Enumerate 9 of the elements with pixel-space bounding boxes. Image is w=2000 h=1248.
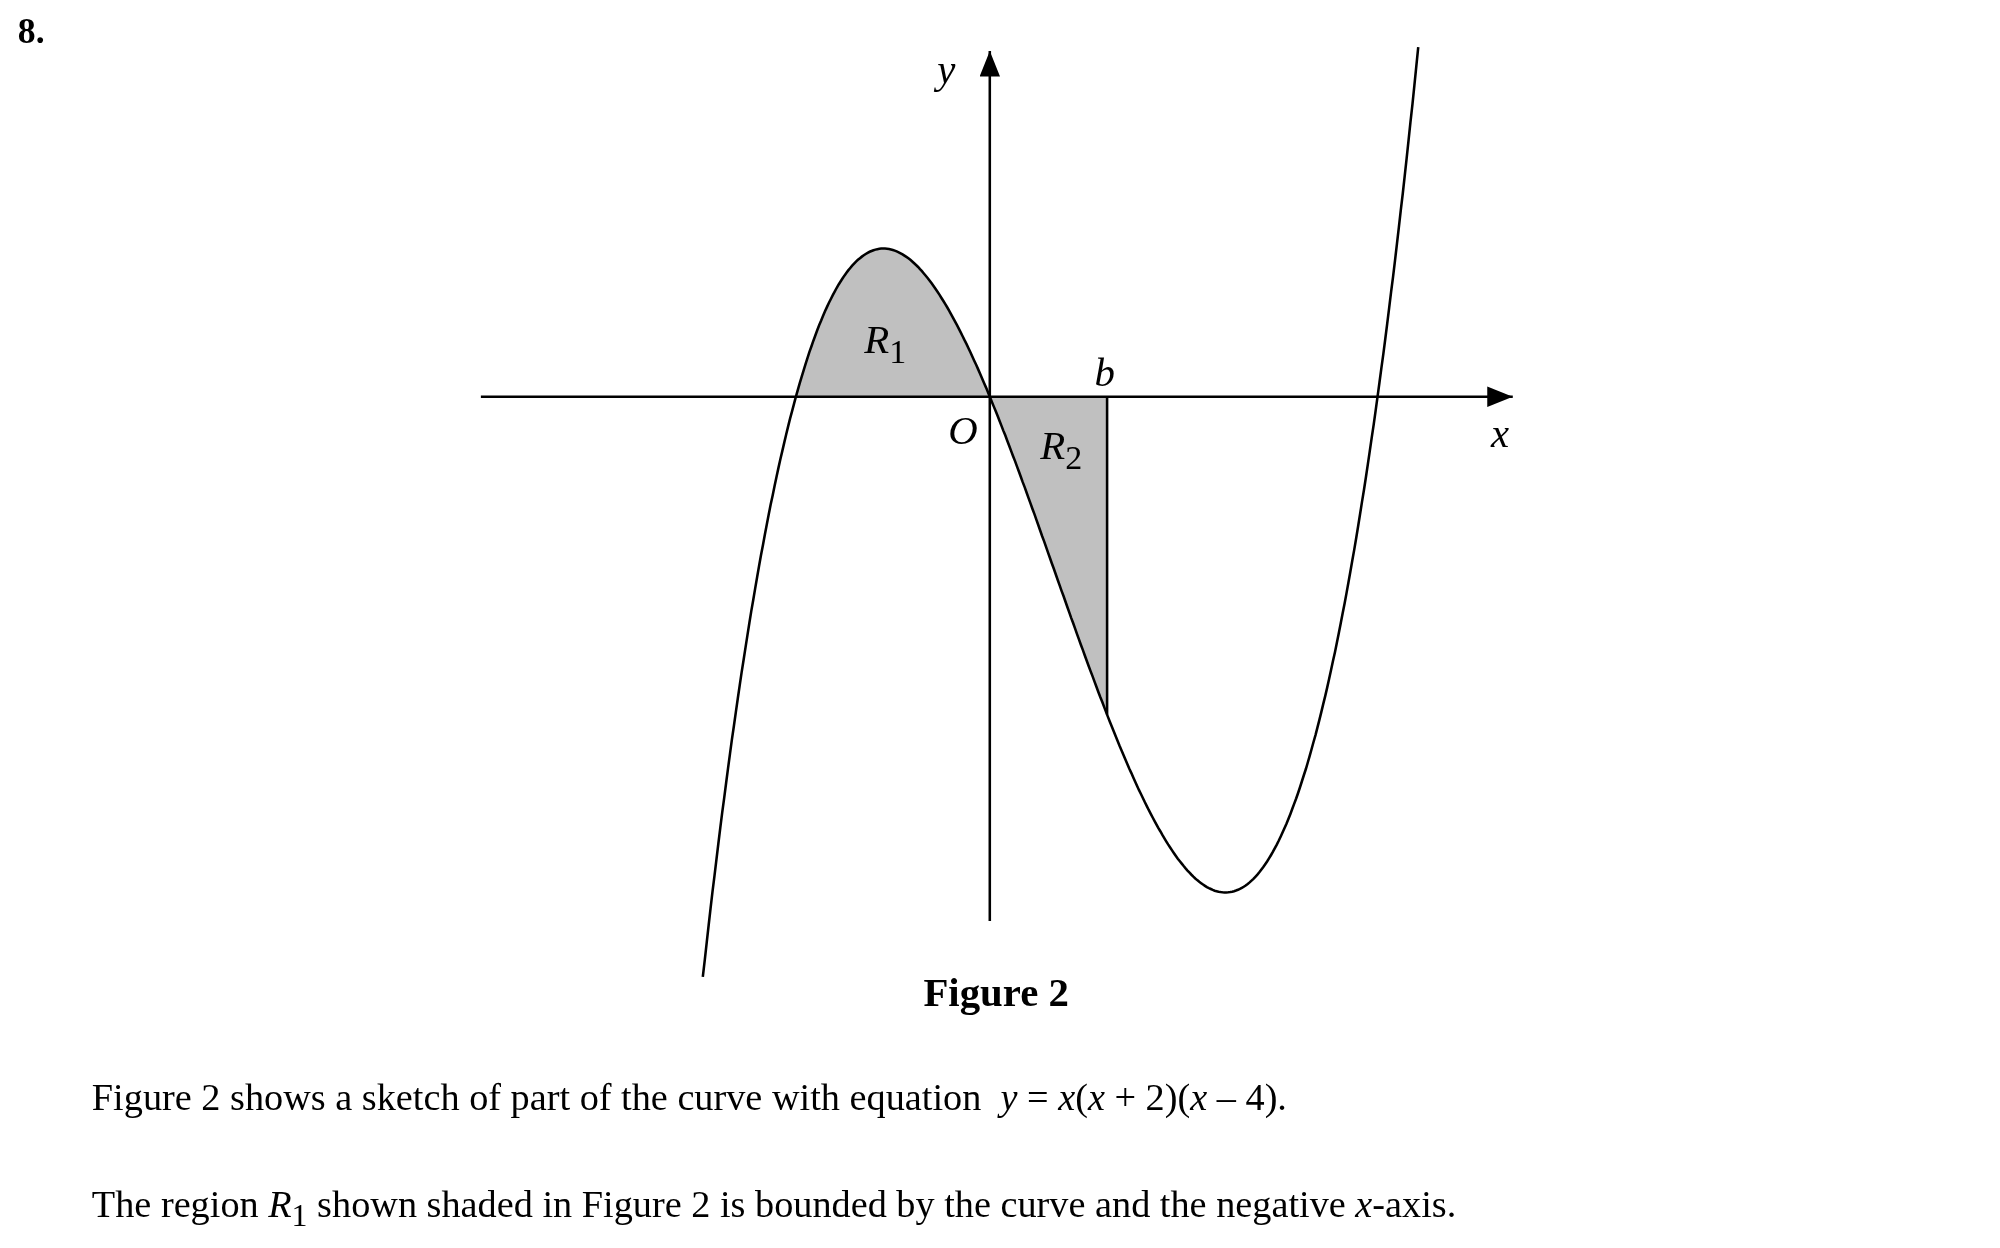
origin-label: O <box>948 408 978 454</box>
axis-label: x <box>1490 411 1510 457</box>
point-label: b <box>1094 350 1115 395</box>
question-text: Figure 2 shows a sketch of part of the curve with equation y = x(x + 2)(x – 4). <box>91 1075 1287 1118</box>
question-text: The region R$_{1}$ shown shaded in Figure 2 is bounded by the curve and the negative x-axis. <box>91 1182 1457 1233</box>
region-label: R$_{2}$ <box>1040 423 1083 477</box>
region-label: R$_{1}$ <box>864 317 907 371</box>
question-number: 8. <box>17 12 45 53</box>
figure-caption: Figure 2 <box>923 969 1069 1015</box>
